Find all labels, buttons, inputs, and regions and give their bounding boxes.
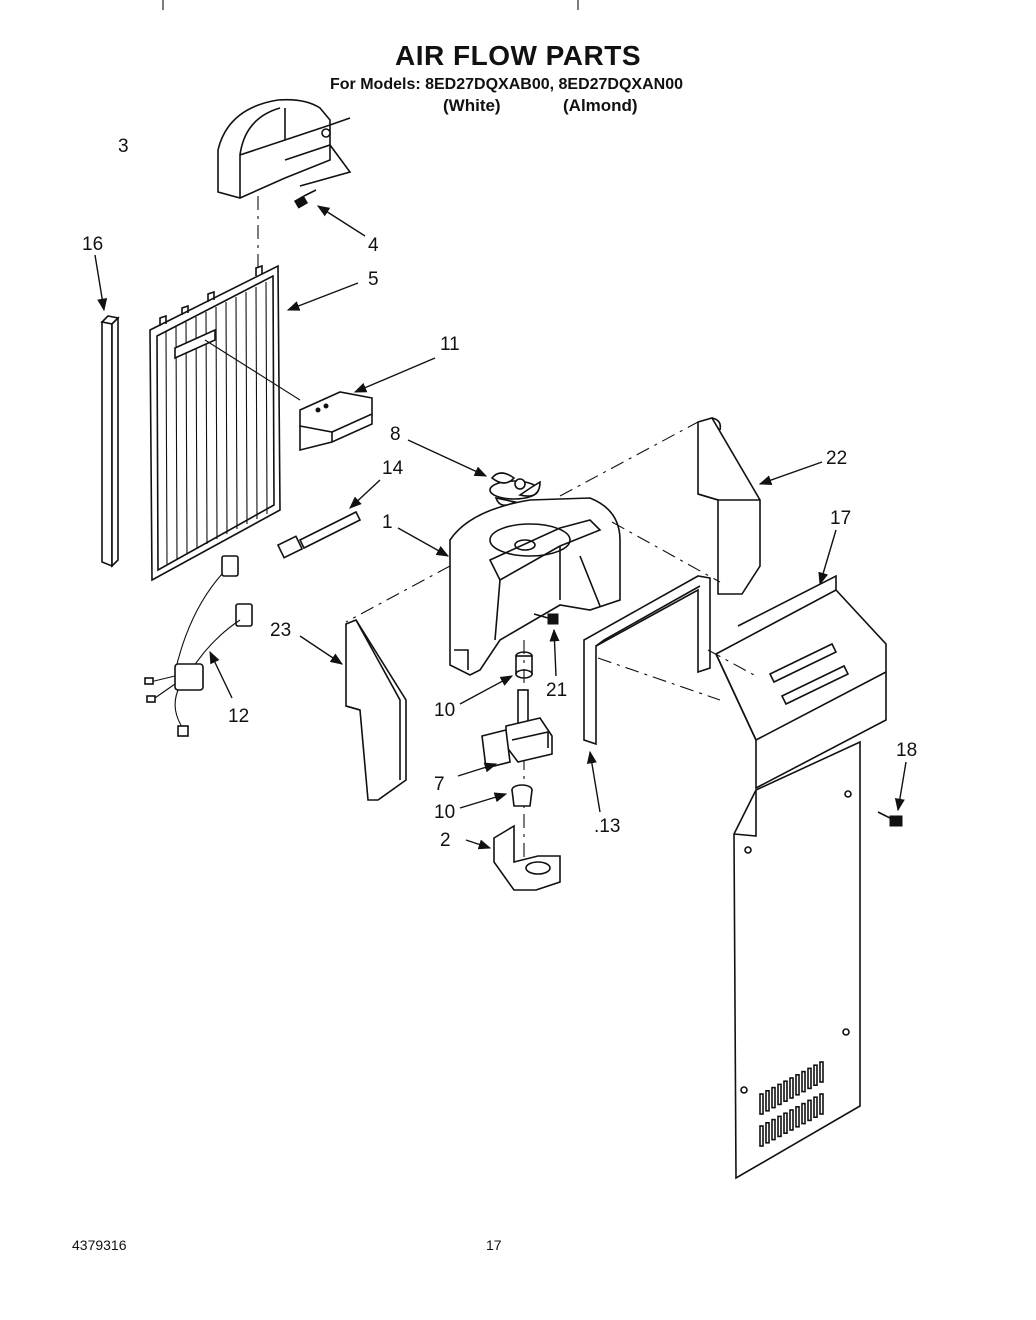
callout-23: 23: [270, 620, 291, 641]
vent-slot: [819, 1061, 824, 1083]
part-5-evaporator-cover: [149, 264, 359, 582]
part-3-duct-cover: [217, 98, 352, 199]
vent-slot: [759, 1125, 764, 1147]
vent-slot: [783, 1112, 788, 1134]
vent-slot: [801, 1070, 806, 1093]
part-17-air-tower-top: [714, 529, 887, 790]
part-8-fan-blade: [407, 439, 541, 506]
grille-slat: [165, 331, 168, 565]
vent-slot: [777, 1115, 782, 1138]
part-18-screw: [877, 761, 907, 827]
callout-3: 3: [118, 136, 129, 157]
grille-slat: [235, 296, 238, 530]
callout-13: .13: [594, 816, 620, 837]
callout-4: 4: [368, 235, 379, 256]
callout-10-upper: 10: [434, 700, 455, 721]
vent-slot: [783, 1080, 788, 1102]
vent-slot: [795, 1106, 800, 1128]
vent-slot: [789, 1109, 794, 1131]
part-4-screw: [293, 189, 366, 237]
part-14-heater: [276, 479, 381, 559]
part-17-air-tower-panel: [733, 740, 861, 1180]
vent-slot: [777, 1083, 782, 1106]
grille-slat: [175, 326, 178, 560]
variant-almond-label: (Almond): [563, 96, 638, 115]
vent-slot: [807, 1099, 812, 1122]
variant-white-label: (White): [443, 96, 501, 115]
part-23-left-duct: [299, 619, 407, 801]
vent-slot: [813, 1096, 818, 1118]
page-title: AIR FLOW PARTS: [394, 40, 641, 71]
vent-slot: [813, 1064, 818, 1086]
part-7-fan-motor: [457, 689, 553, 777]
callout-16: 16: [82, 234, 103, 255]
callout-2: 2: [440, 830, 451, 851]
vent-slot: [819, 1093, 824, 1115]
callout-5: 5: [368, 269, 379, 290]
part-11-thermostat: [204, 339, 436, 452]
part-10-grommet-upper: [459, 651, 533, 705]
vent-slot: [789, 1077, 794, 1099]
document-number: 4379316: [72, 1237, 127, 1253]
callout-17: 17: [830, 508, 851, 529]
grille-slat: [225, 301, 228, 535]
vent-slot: [771, 1086, 776, 1109]
callout-8: 8: [390, 424, 401, 445]
page-number: 17: [486, 1237, 502, 1253]
vent-slot: [759, 1093, 764, 1115]
vent-slot: [801, 1102, 806, 1125]
models-line: For Models: 8ED27DQXAB00, 8ED27DQXAN00: [330, 76, 683, 93]
part-22-side-duct: [697, 417, 823, 595]
part-2-motor-bracket: [465, 824, 561, 891]
callout-12: 12: [228, 706, 249, 727]
callout-11: 11: [440, 334, 460, 355]
part-1-fan-housing: [397, 497, 621, 676]
callout-7: 7: [434, 774, 445, 795]
grille-slat: [215, 306, 218, 540]
part-13-u-channel: [583, 575, 711, 813]
part-10-grommet-lower: [459, 784, 533, 809]
callout-22: 22: [826, 448, 847, 469]
vent-slot: [765, 1090, 770, 1112]
callout-14: 14: [382, 458, 404, 479]
vent-slot: [795, 1074, 800, 1096]
vent-slot: [771, 1118, 776, 1141]
grille-slat: [205, 311, 208, 545]
callout-21: 21: [546, 680, 567, 701]
grille-slat: [195, 316, 198, 550]
part-12-wiring-harness: [144, 555, 253, 737]
callout-10-lower: 10: [434, 802, 455, 823]
callout-18: 18: [896, 740, 917, 761]
part-21-screw: [533, 613, 560, 677]
vent-slot: [765, 1122, 770, 1144]
grille-slat: [245, 291, 248, 525]
callout-1: 1: [382, 512, 393, 533]
grille-slat: [255, 286, 258, 520]
grille-slat: [265, 281, 268, 515]
part-16-vertical-strip: [94, 254, 120, 568]
vent-slot: [807, 1067, 812, 1090]
grille-slat: [185, 321, 188, 555]
